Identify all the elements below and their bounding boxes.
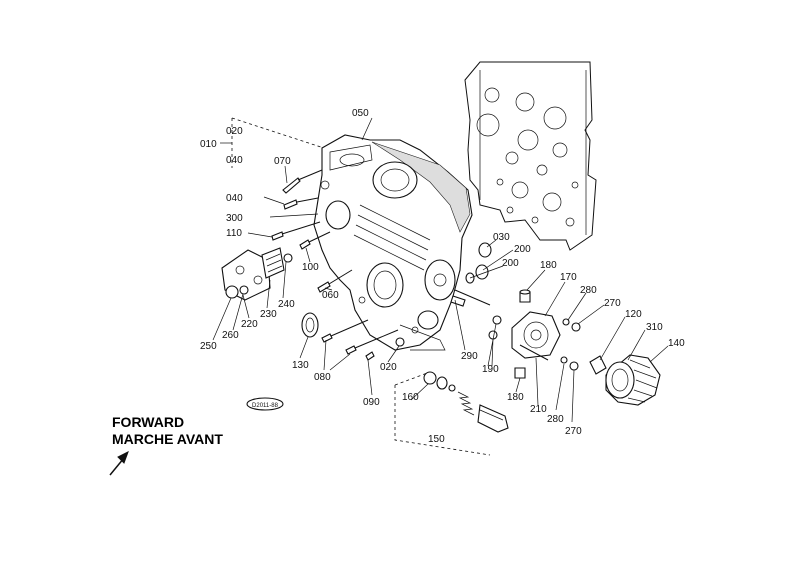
engine-block-outline	[464, 61, 597, 251]
callout-020: 020	[380, 362, 397, 373]
relief-valve-150	[394, 371, 509, 456]
part-stamp	[246, 397, 284, 411]
callout-260: 260	[222, 330, 239, 341]
callout-170: 170	[560, 272, 577, 283]
callout-200-lower: 200	[502, 258, 519, 269]
filter-base-170	[511, 289, 581, 379]
callout-220: 220	[241, 319, 258, 330]
leader-lines	[212, 117, 669, 423]
callout-250: 250	[200, 341, 217, 352]
callout-290: 290	[461, 351, 478, 362]
callout-110: 110	[226, 228, 242, 239]
bracket-010	[220, 117, 331, 168]
callout-180-upper: 180	[540, 260, 557, 271]
callout-080: 080	[314, 372, 331, 383]
callout-100: 100	[302, 262, 319, 273]
thermostat-bracket	[221, 247, 293, 301]
callout-130: 130	[292, 360, 309, 371]
callout-030: 030	[493, 232, 510, 243]
stamp-text: D2011-88	[252, 403, 279, 409]
callout-150: 150	[428, 434, 445, 445]
oil-seal-130	[301, 312, 319, 338]
callout-300: 300	[226, 213, 243, 224]
callout-140: 140	[668, 338, 685, 349]
callout-200-upper: 200	[514, 244, 531, 255]
callout-040: 040	[226, 193, 243, 204]
callout-190: 190	[482, 364, 499, 375]
callout-050: 050	[352, 108, 369, 119]
callout-160: 160	[402, 392, 419, 403]
callout-040-top: 040	[226, 155, 243, 166]
callout-180-lower: 180	[507, 392, 524, 403]
oil-filter-140	[589, 354, 661, 406]
callout-280-lower: 280	[547, 414, 564, 425]
callout-310: 310	[646, 322, 663, 333]
callout-060: 060	[322, 290, 339, 301]
callout-270-lower: 270	[565, 426, 582, 437]
callout-120: 120	[625, 309, 642, 320]
callout-020-top: 020	[226, 126, 243, 137]
gear-case-housing	[313, 134, 473, 351]
marche-avant-label: MARCHE AVANT	[112, 431, 223, 447]
forward-label: FORWARD	[112, 414, 184, 430]
callout-230: 230	[260, 309, 277, 320]
forward-arrow-icon	[109, 450, 129, 476]
callout-240: 240	[278, 299, 295, 310]
callout-090: 090	[363, 397, 380, 408]
bolts-left	[271, 169, 405, 361]
callout-280-upper: 280	[580, 285, 597, 296]
callout-010: 010	[200, 139, 217, 150]
callout-210: 210	[530, 404, 547, 415]
callout-070: 070	[274, 156, 291, 167]
callout-270-upper: 270	[604, 298, 621, 309]
